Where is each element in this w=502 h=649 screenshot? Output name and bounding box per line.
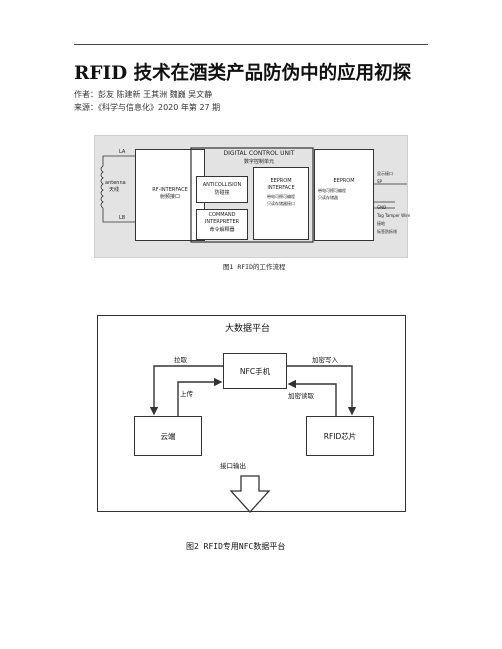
eeprom-interface-en-2: INTERFACE	[267, 185, 295, 191]
pin-tamper-zh-label: 标签防拆线	[377, 229, 397, 234]
encrypt-write-label: 加密写入	[312, 356, 338, 364]
rfid-chip-label: RFID芯片	[323, 431, 357, 441]
figure-1-rfid-block-diagram: LA LB antenna 天线 RF-INTERFACE 射频接口 DIGIT…	[94, 135, 411, 258]
upload-label: 上传	[180, 390, 193, 398]
command-en-2: INTERPRETER	[204, 219, 240, 225]
eeprom-interface-zh-2: 只读存储器接口	[267, 201, 295, 206]
eeprom-zh-2: 只读存储器	[318, 195, 338, 200]
cloud-label: 云端	[160, 431, 176, 441]
article-authors: 作者：彭友 陈建新 王其洲 魏巍 吴文静	[74, 90, 213, 99]
eeprom-en: EEPROM	[333, 178, 355, 184]
figure-1-wires	[100, 147, 407, 243]
figure-2-nfc-platform: 大数据平台 NFC手机 云端 RFID芯片 拉取 上传 加密写入 加密读取 接口…	[97, 315, 406, 513]
eeprom-block	[314, 149, 374, 241]
anticollision-zh: 防碰撞	[214, 190, 230, 196]
figure-2-arrows	[149, 365, 357, 513]
eeprom-interface-en-1: EEPROM	[270, 178, 292, 184]
pin-sp-label: SP	[377, 179, 382, 184]
rfid-chip-box: RFID芯片	[306, 416, 374, 456]
rf-interface-zh: 射频接口	[159, 194, 180, 200]
antenna-la-label: LA	[119, 149, 126, 155]
command-zh: 命令解释器	[209, 227, 235, 233]
dcu-en: DIGITAL CONTROL UNIT	[223, 150, 295, 157]
eeprom-zh-1: 带电可擦可编程	[318, 188, 346, 193]
pull-label: 拉取	[174, 356, 187, 364]
command-interpreter-block	[196, 209, 248, 240]
article-title: RFID 技术在酒类产品防伪中的应用初探	[74, 63, 412, 84]
nfc-phone-label: NFC手机	[239, 366, 271, 376]
eeprom-interface-zh-1: 带电可擦可编程	[267, 194, 295, 199]
command-en-1: COMMAND	[208, 212, 236, 218]
eeprom-interface-block	[253, 167, 309, 240]
pin-ground-zh-label: 接地	[377, 221, 385, 226]
encrypt-read-label: 加密读取	[288, 392, 314, 400]
article-source: 来源：《科学与信息化》2020 年第 27 期	[74, 103, 221, 112]
header-rule	[74, 44, 428, 45]
rf-interface-block	[135, 149, 205, 241]
antenna-zh-label: 天线	[109, 187, 120, 193]
pin-gnd-label: GND	[377, 205, 387, 210]
antenna-en-label: antenna	[105, 180, 126, 186]
rf-interface-en: RF-INTERFACE	[152, 187, 188, 193]
dcu-zh: 数字控制单元	[243, 159, 274, 165]
anticollision-block	[196, 176, 248, 203]
anticollision-en: ANTICOLLISION	[202, 182, 242, 188]
figure-1-caption: 图1 RFID的工作流程	[223, 263, 286, 271]
pin-display-label: 显示接口	[377, 171, 393, 176]
interface-output-label: 接口输出	[220, 462, 246, 470]
figure-2-caption: 图2 RFID专用NFC数据平台	[186, 542, 286, 551]
big-data-platform-title: 大数据平台	[225, 324, 271, 334]
cloud-box: 云端	[134, 416, 202, 456]
antenna-lb-label: LB	[119, 215, 126, 221]
pin-tamper-label: Tag Tamper Wire	[377, 213, 411, 218]
nfc-phone-box: NFC手机	[223, 353, 287, 389]
